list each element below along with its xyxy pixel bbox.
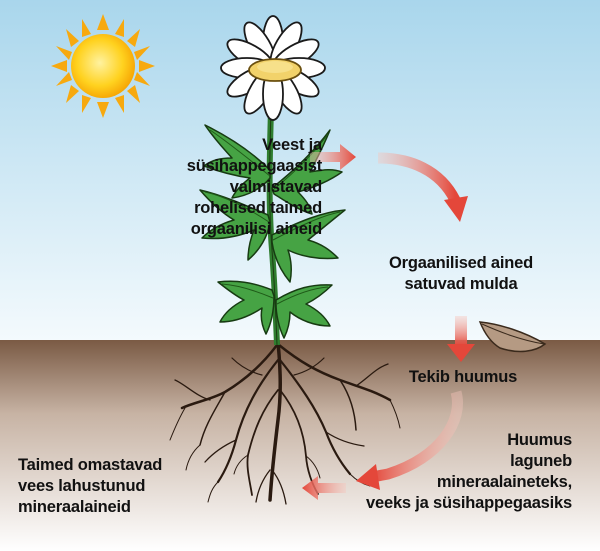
label-photosynthesis: Veest ja süsihappegaasist valmistavad ro… bbox=[186, 136, 322, 238]
fallen-leaf-icon bbox=[478, 321, 547, 353]
arrow-curve-to-organic bbox=[377, 152, 468, 222]
arrow-curve-humus-to-decomposition bbox=[356, 390, 463, 490]
label-absorption: Taimed omastavad vees lahustunud mineraa… bbox=[18, 456, 163, 516]
daisy-flower bbox=[220, 15, 326, 121]
arrow-to-plant-absorption bbox=[302, 476, 346, 500]
soil-background bbox=[0, 340, 600, 551]
arrow-plant-to-cycle bbox=[310, 144, 356, 170]
sun-icon bbox=[51, 14, 155, 118]
label-organic-matter: Orgaanilised ained satuvad mulda bbox=[388, 254, 534, 293]
label-humus-forms: Tekib huumus bbox=[408, 368, 518, 386]
arrow-organic-to-humus bbox=[447, 316, 475, 362]
plant-roots bbox=[169, 330, 401, 505]
label-decomposition: Huumus laguneb mineraalaineteks, veeks j… bbox=[366, 431, 572, 512]
